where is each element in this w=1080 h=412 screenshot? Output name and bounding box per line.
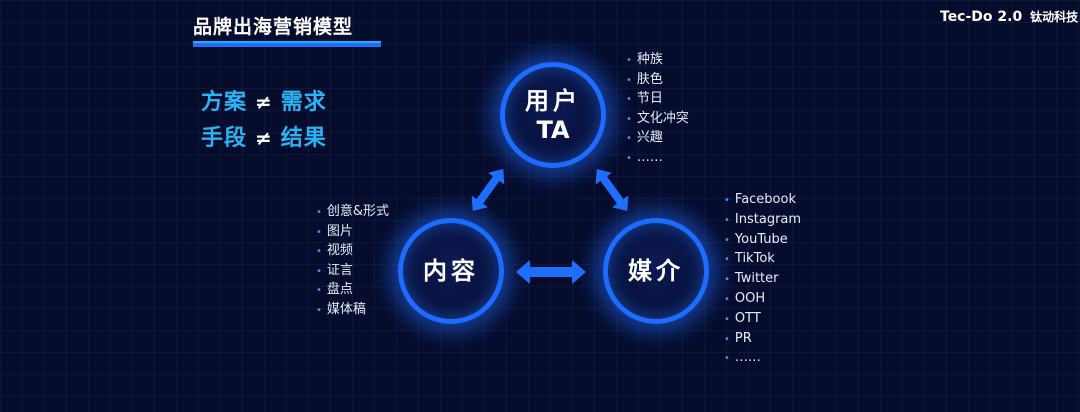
arrow-user-content [471,168,505,212]
slogan-2-left: 手段 [201,126,248,151]
list-item: 文化冲突 [626,110,689,130]
not-equal-sign: ≠ [255,126,273,150]
title-underline-highlight [193,41,381,43]
list-item: 肤色 [626,71,689,91]
not-equal-sign: ≠ [255,90,273,114]
list-item: 视频 [316,242,389,262]
slogan-1-right: 需求 [280,90,327,115]
list-item: Facebook [724,191,801,211]
node-media: 媒介 [603,218,709,324]
list-item: 图片 [316,223,389,243]
slogan-2: 手段 ≠ 结果 [201,120,327,152]
list-user: 种族 肤色 节日 文化冲突 兴趣 …… [626,51,689,169]
brand-subname: 钛动科技 [1030,10,1079,24]
node-user-label: 用户 [525,87,581,115]
list-item: 节日 [626,90,689,110]
node-content: 内容 [398,218,504,324]
list-item: 证言 [316,262,389,282]
list-media: Facebook Instagram YouTube TikTok Twitte… [724,191,801,369]
slogan-1-left: 方案 [201,90,248,115]
slogan-1: 方案 ≠ 需求 [201,84,327,116]
list-item: OTT [724,310,801,330]
list-item: Twitter [724,270,801,290]
list-item: 媒体稿 [316,301,389,321]
title-block: 品牌出海营销模型 [193,12,381,47]
list-item: 兴趣 [626,129,689,149]
list-item: 创意&形式 [316,203,389,223]
list-item: TikTok [724,250,801,270]
list-item: …… [626,149,689,169]
list-content: 创意&形式 图片 视频 证言 盘点 媒体稿 [316,203,389,321]
page-title: 品牌出海营销模型 [193,16,354,38]
slogan-2-right: 结果 [280,126,327,151]
brand-name: Tec-Do 2.0 [940,9,1023,25]
list-item: 盘点 [316,281,389,301]
node-content-label: 内容 [423,257,479,285]
list-item: …… [724,349,801,369]
arrow-content-media [516,260,586,284]
brand-logo: Tec-Do 2.0 钛动科技 [940,8,1078,25]
list-item: OOH [724,290,801,310]
list-item: 种族 [626,51,689,71]
node-media-label: 媒介 [628,257,684,285]
title-underline [193,42,381,47]
node-user-sub: TA [536,116,570,144]
list-item: PR [724,330,801,350]
list-item: Instagram [724,211,801,231]
node-user: 用户 TA [500,62,606,168]
arrow-user-media [595,168,629,212]
list-item: YouTube [724,231,801,251]
